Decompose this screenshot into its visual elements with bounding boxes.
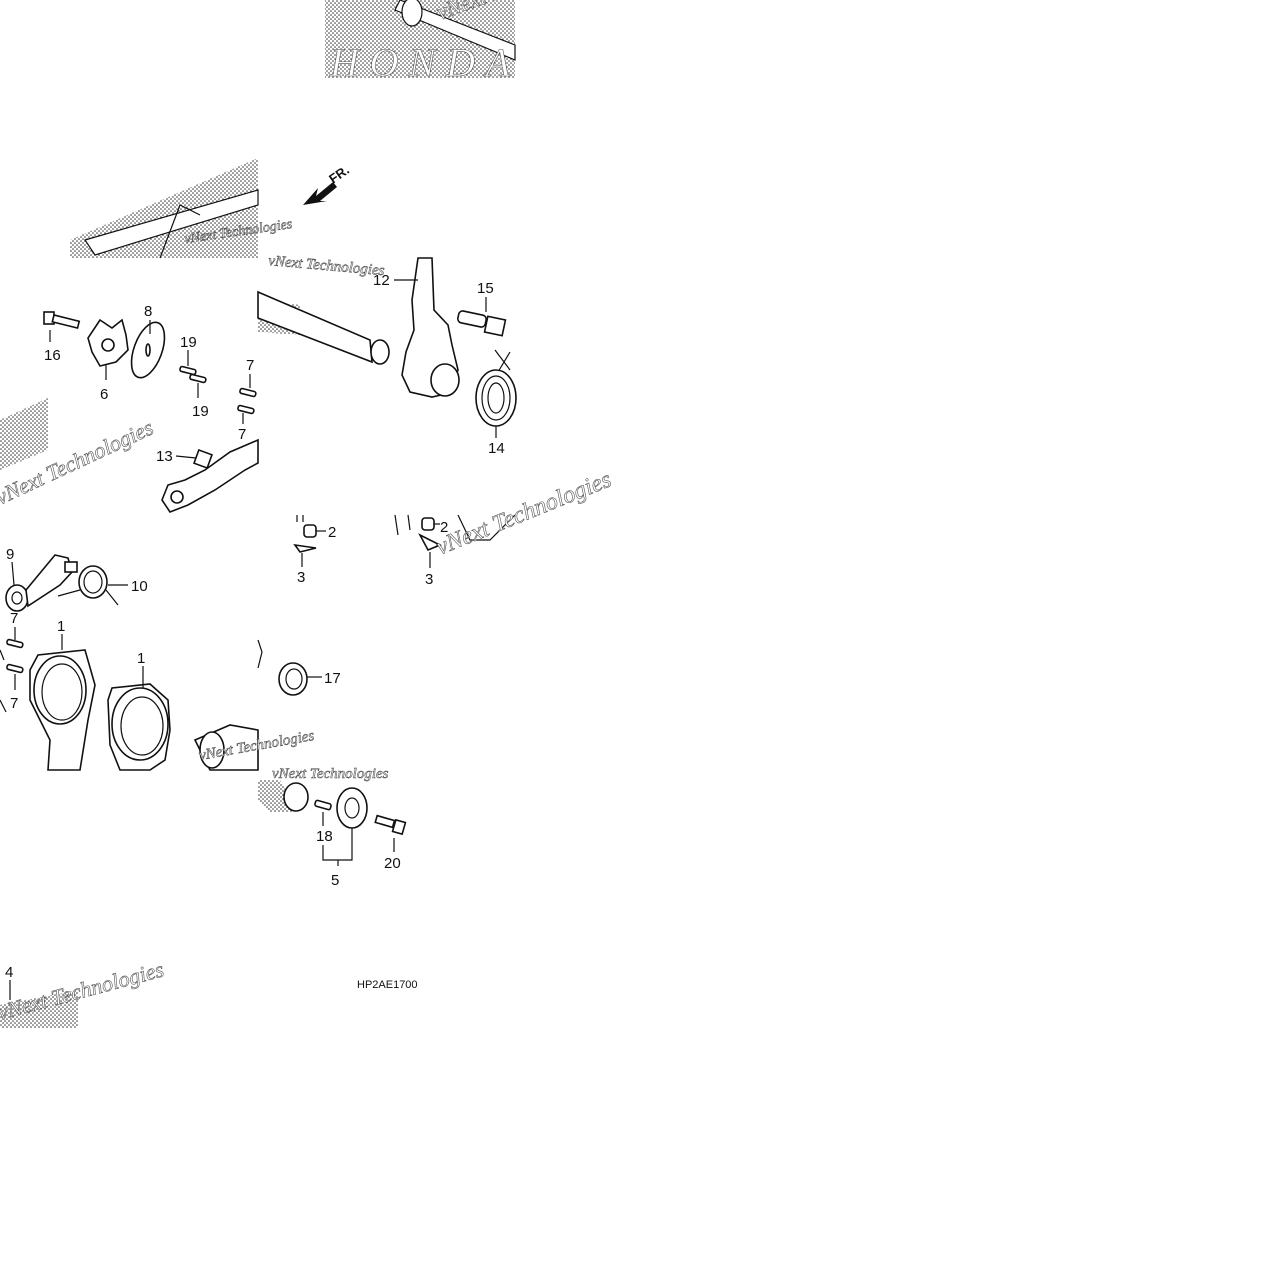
callout-14: 14 <box>488 440 505 457</box>
callout-10: 10 <box>131 578 148 595</box>
watermark-text-bottom: vNext Technologies <box>0 956 166 1024</box>
callout-17: 17 <box>324 670 341 687</box>
part-2-3-right: vNext Technologies <box>394 466 616 568</box>
callout-7-d: 7 <box>10 695 18 712</box>
part-6-star-plate <box>87 318 129 380</box>
callout-7-b: 7 <box>238 426 246 443</box>
callout-2-right: 2 <box>440 519 448 536</box>
callout-13: 13 <box>156 448 173 465</box>
callout-1-right: 1 <box>137 650 145 667</box>
callout-3-left: 3 <box>297 569 305 586</box>
watermark-tile-bottom-left: vNext Technologies <box>0 956 167 1028</box>
part-1-fork-right <box>107 666 171 771</box>
callout-19-top: 19 <box>180 334 197 351</box>
callout-7-a: 7 <box>246 357 254 374</box>
watermark-text-spindle: vNext Technologies <box>268 253 386 279</box>
watermark-text-right: vNext Technologies <box>433 467 616 561</box>
part-20-screw <box>374 814 407 852</box>
diagram-code: HP2AE1700 <box>357 979 418 991</box>
part-5-drum-center <box>322 787 368 866</box>
callout-5: 5 <box>331 872 339 889</box>
part-8-washer <box>130 320 166 379</box>
callout-19-bottom: 19 <box>192 403 209 420</box>
front-direction-arrow: FR. <box>303 162 352 205</box>
watermark-tile-shaft: vNext Technologies <box>70 158 294 259</box>
part-7-pins-upper <box>237 374 257 424</box>
part-9-arm <box>5 554 78 612</box>
callout-20: 20 <box>384 855 401 872</box>
part-7-pins-lower <box>0 627 24 713</box>
part-13-bolt <box>175 449 213 469</box>
part-17-oil-seal <box>257 639 322 696</box>
direction-label: FR. <box>326 162 352 186</box>
part-15-stud <box>457 297 507 337</box>
part-16-bolt <box>43 311 81 342</box>
watermark-tile-top: HONDA vNext Technologies <box>325 0 603 85</box>
callout-7-c: 7 <box>10 610 18 627</box>
callout-18: 18 <box>316 828 333 845</box>
shift-drum: vNext Technologies <box>193 724 316 771</box>
callout-6: 6 <box>100 386 108 403</box>
part-2-3-left <box>293 515 326 567</box>
part-1-fork-left <box>29 634 96 771</box>
callout-12: 12 <box>373 272 390 289</box>
callout-3-right: 3 <box>425 571 433 588</box>
part-18-pin <box>314 799 332 826</box>
callout-8: 8 <box>144 303 152 320</box>
shift-spindle: vNext Technologies <box>257 253 390 365</box>
callout-1-left: 1 <box>57 618 65 635</box>
callout-2-left: 2 <box>328 524 336 541</box>
part-19-pins <box>179 350 207 398</box>
callout-9: 9 <box>6 546 14 563</box>
callout-4: 4 <box>5 964 13 981</box>
part-14-spring <box>475 349 517 438</box>
callout-15: 15 <box>477 280 494 297</box>
watermark-text-drum-end: vNext Technologies <box>272 766 389 782</box>
callout-16: 16 <box>44 347 61 364</box>
drum-end: vNext Technologies <box>258 766 389 812</box>
stopper-arm <box>161 438 259 513</box>
watermark-tile-left: vNext Technologies <box>0 398 157 510</box>
part-12-shift-arm <box>394 257 460 398</box>
part-10-spring <box>57 565 128 606</box>
